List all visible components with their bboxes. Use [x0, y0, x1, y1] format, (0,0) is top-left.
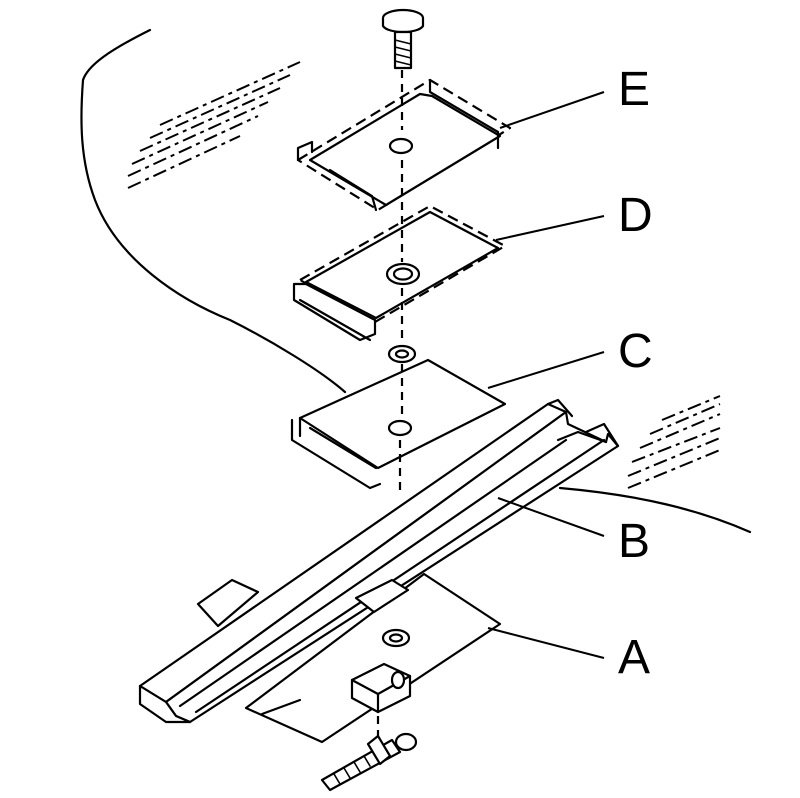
callout-b: B — [618, 515, 651, 568]
washer — [387, 344, 417, 364]
callout-c: C — [618, 325, 653, 378]
body-outline-right — [558, 486, 752, 534]
part-d-bracket — [292, 204, 507, 342]
hatch-right — [627, 395, 721, 489]
bottom-bolt — [320, 732, 418, 792]
part-e-bracket — [296, 78, 512, 212]
callout-a: A — [618, 631, 651, 684]
callout-d: D — [618, 189, 653, 242]
part-b-rail — [138, 398, 620, 724]
leader-lines — [487, 91, 605, 659]
callout-e: E — [618, 63, 651, 116]
clamp-block — [350, 662, 412, 714]
hatch-upper-left — [127, 61, 301, 189]
body-outline-curve — [80, 28, 347, 394]
top-screw — [381, 8, 425, 70]
part-a-base — [196, 572, 502, 744]
